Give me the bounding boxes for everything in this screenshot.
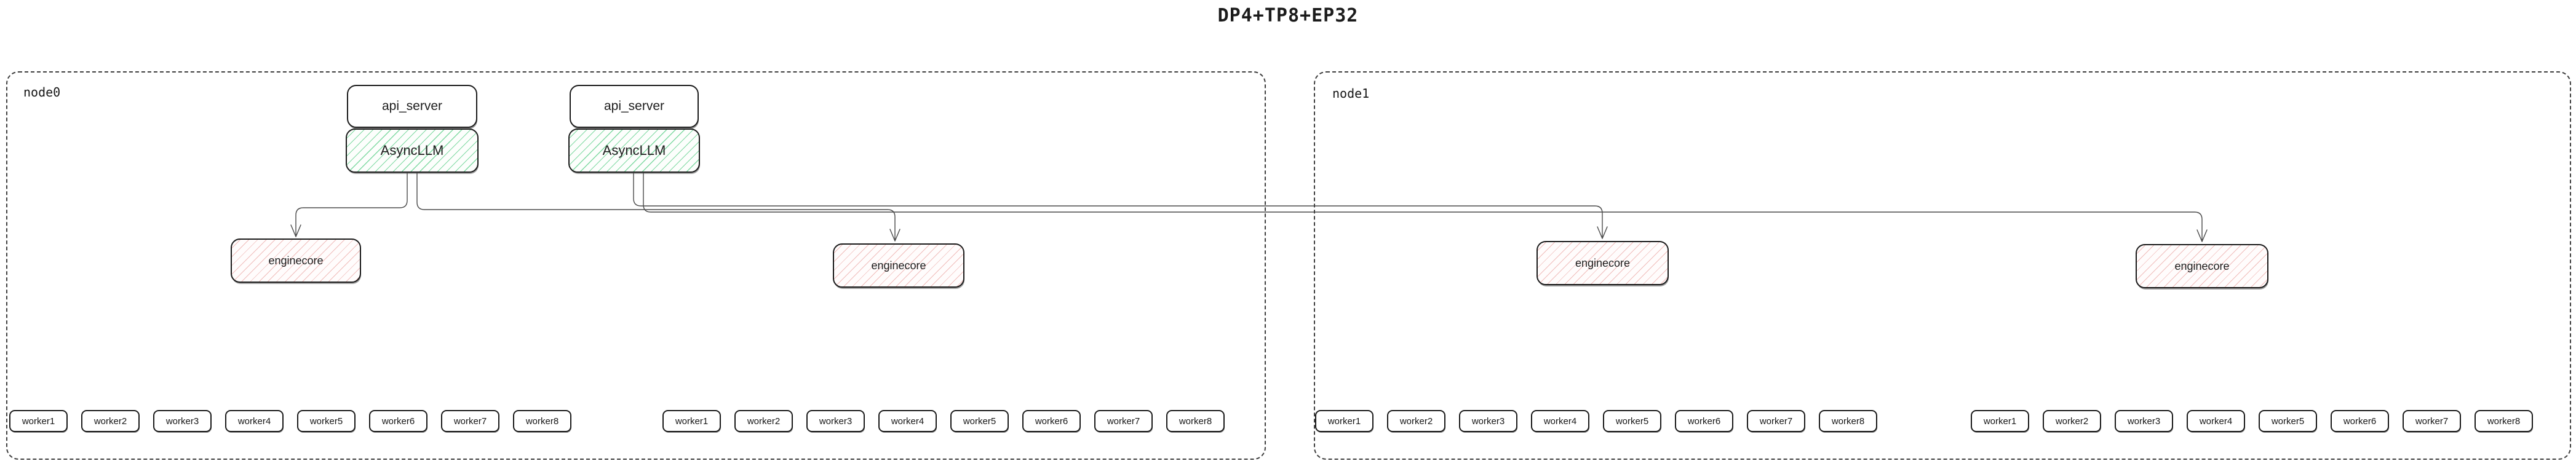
worker-box: worker2 [2043, 410, 2101, 432]
worker-box: worker1 [1315, 410, 1373, 432]
worker-box: worker4 [878, 410, 937, 432]
enginecore-box-1: enginecore [231, 238, 361, 283]
worker-box: worker1 [9, 410, 68, 432]
worker-box: worker6 [1675, 410, 1733, 432]
diagram-title: DP4+TP8+EP32 [1217, 5, 1359, 26]
worker-box: worker5 [2259, 410, 2317, 432]
worker-box: worker4 [2187, 410, 2245, 432]
worker-box: worker5 [297, 410, 356, 432]
enginecore-box-4: enginecore [2136, 244, 2268, 288]
async-llm-box-1: AsyncLLM [346, 128, 479, 173]
worker-box: worker8 [1819, 410, 1877, 432]
worker-box: worker3 [1459, 410, 1517, 432]
worker-box: worker4 [225, 410, 284, 432]
worker-box: worker7 [1094, 410, 1153, 432]
worker-box: worker3 [2115, 410, 2173, 432]
worker-box: worker1 [662, 410, 721, 432]
async-llm-box-2: AsyncLLM [568, 128, 700, 173]
worker-box: worker2 [734, 410, 793, 432]
node1-label: node1 [1332, 86, 1370, 101]
worker-box: worker8 [513, 410, 571, 432]
node1-worker-group-1: worker1 worker2 worker3 worker4 worker5 … [1315, 410, 1877, 432]
worker-box: worker7 [1747, 410, 1805, 432]
worker-box: worker6 [1022, 410, 1081, 432]
api-server-box-2: api_server [570, 85, 699, 128]
worker-box: worker8 [2475, 410, 2533, 432]
worker-box: worker6 [2331, 410, 2389, 432]
worker-box: worker1 [1971, 410, 2029, 432]
node1-worker-group-2: worker1 worker2 worker3 worker4 worker5 … [1971, 410, 2533, 432]
worker-box: worker4 [1531, 410, 1589, 432]
worker-box: worker7 [441, 410, 499, 432]
api-server-box-1: api_server [347, 85, 477, 128]
node1-container [1314, 71, 2571, 460]
node0-worker-group-2: worker1 worker2 worker3 worker4 worker5 … [662, 410, 1225, 432]
worker-box: worker6 [369, 410, 427, 432]
worker-box: worker3 [153, 410, 212, 432]
worker-box: worker5 [1603, 410, 1661, 432]
enginecore-box-3: enginecore [1536, 241, 1669, 285]
worker-box: worker5 [950, 410, 1009, 432]
node0-worker-group-1: worker1 worker2 worker3 worker4 worker5 … [9, 410, 571, 432]
worker-box: worker2 [81, 410, 140, 432]
node0-container [6, 71, 1266, 460]
worker-box: worker2 [1387, 410, 1445, 432]
node0-label: node0 [23, 85, 61, 100]
worker-box: worker8 [1166, 410, 1225, 432]
worker-box: worker7 [2403, 410, 2461, 432]
worker-box: worker3 [806, 410, 865, 432]
enginecore-box-2: enginecore [833, 243, 964, 288]
